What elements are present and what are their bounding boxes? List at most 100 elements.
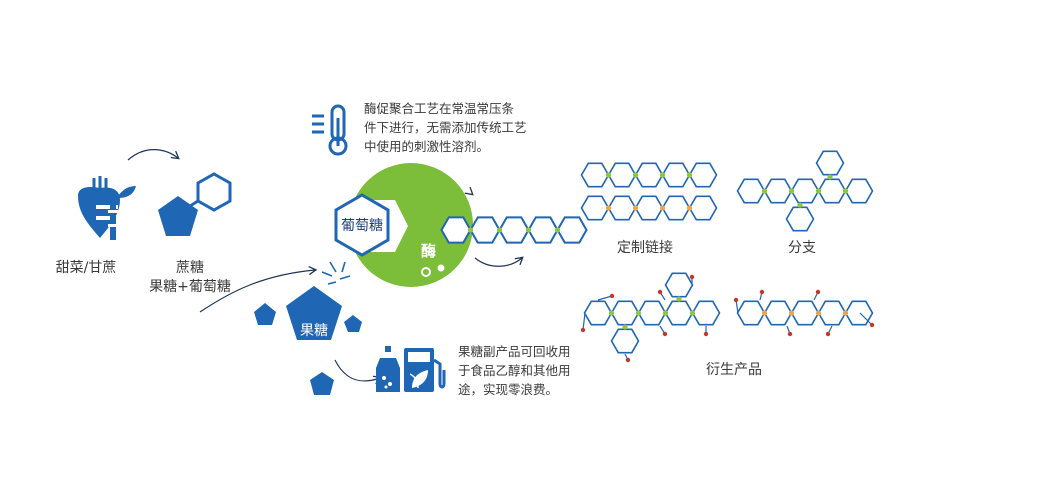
linkage-dot	[761, 310, 768, 316]
custom-linked-chains	[580, 162, 718, 221]
arrow-sucrose-to-enzyme	[199, 265, 318, 313]
linkage-dot	[525, 227, 532, 233]
linkage-dot	[788, 188, 795, 194]
linkage-dot	[759, 289, 765, 295]
hexagon-unit	[790, 178, 820, 204]
linkage-dot	[797, 202, 803, 208]
enzyme-product-chain	[440, 216, 588, 244]
linkage-dot	[605, 205, 612, 211]
linkage-dot	[689, 310, 696, 316]
hexagon-unit	[790, 300, 820, 326]
branched-chain	[736, 150, 874, 232]
linkage-dot	[842, 188, 849, 194]
sucrose-molecule	[158, 172, 232, 236]
linkage-dot	[622, 324, 628, 330]
linkage-dot	[815, 310, 822, 316]
linkage-dot	[842, 310, 849, 316]
linkage-dot	[608, 310, 615, 316]
side-group-line	[859, 312, 873, 326]
hexagon-unit	[763, 300, 793, 326]
side-group-line	[597, 295, 613, 301]
hexagon-unit	[527, 216, 559, 244]
hexagon-unit	[661, 162, 691, 188]
linkage-dot	[496, 227, 503, 233]
hexagon-unit	[580, 195, 610, 221]
enzyme-note-line-2: 件下进行，无需添加传统工艺	[364, 120, 527, 135]
hexagon-unit	[634, 162, 664, 188]
fructose-fragment	[310, 372, 334, 395]
branch-label: 分支	[788, 240, 816, 256]
hexagon-unit	[844, 178, 874, 204]
arrow-beet-to-sucrose	[127, 149, 180, 161]
hexagon-unit	[607, 162, 637, 188]
glucose-label: 葡萄糖	[341, 218, 383, 234]
sucrose-label: 蔗糖	[176, 260, 204, 276]
linkage-dot	[827, 174, 833, 180]
linkage-dot	[689, 274, 695, 280]
hexagon-unit	[637, 300, 667, 326]
custom-link-label: 定制链接	[617, 240, 673, 256]
linkage-dot	[676, 296, 682, 302]
hexagon-unit	[691, 300, 721, 326]
linkage-dot	[788, 310, 795, 316]
byproduct-note-line-2: 于食品乙醇和其他用	[458, 363, 571, 378]
linkage-dot	[605, 172, 612, 178]
enzyme-label: 酶	[421, 242, 437, 260]
hexagon-unit	[815, 150, 845, 176]
hexagon-unit	[817, 178, 847, 204]
linkage-dot	[657, 289, 663, 295]
hexagon-unit	[763, 178, 793, 204]
linkage-dot	[625, 357, 631, 363]
hexagon-unit	[610, 300, 640, 326]
cleavage-spark	[321, 261, 351, 285]
linkage-dot	[659, 172, 666, 178]
hexagon-unit	[688, 162, 718, 188]
hexagon-unit	[661, 195, 691, 221]
hexagon-unit	[817, 300, 847, 326]
hexagon-unit	[688, 195, 718, 221]
hexagon-unit	[610, 328, 640, 354]
derivatives-label: 衍生产品	[706, 362, 762, 378]
linkage-dot	[787, 331, 793, 337]
byproduct-note-line-1: 果糖副产品可回收用	[458, 344, 571, 359]
hexagon-unit	[556, 216, 588, 244]
enzyme-note-line-3: 中使用的刺激性溶剂。	[364, 139, 490, 154]
side-group-line	[582, 312, 586, 331]
arrow-chain-out	[474, 256, 524, 267]
thermometer-icon	[312, 104, 348, 156]
hexagon-unit	[469, 216, 501, 244]
linkage-dot	[632, 172, 639, 178]
linkage-dot	[609, 293, 615, 299]
beet-sugarcane-icon	[78, 176, 136, 240]
linkage-dot	[554, 227, 561, 233]
fructose-fragment	[344, 315, 362, 332]
linkage-dot	[662, 331, 668, 337]
arrow-fructose-to-byproduct	[334, 359, 383, 385]
hexagon-unit	[580, 162, 610, 188]
linkage-dot	[580, 327, 586, 333]
fructose-label: 果糖	[300, 323, 328, 339]
linkage-dot	[703, 331, 709, 337]
fructose-pentagon	[286, 286, 342, 340]
fructose-glucose-label: 果糖+葡萄糖	[149, 279, 231, 295]
linkage-dot	[686, 172, 693, 178]
linkage-dot	[869, 322, 875, 328]
hexagon-unit	[634, 195, 664, 221]
hexagon-unit	[664, 272, 694, 298]
linkage-dot	[659, 205, 666, 211]
derivative-chains	[580, 272, 875, 363]
linkage-dot	[733, 297, 739, 303]
linkage-dot	[815, 289, 821, 295]
linkage-dot	[467, 227, 474, 233]
byproduct-note-line-3: 途，实现零浪费。	[458, 382, 559, 397]
linkage-dot	[632, 205, 639, 211]
biofuel-pump-icon	[376, 346, 446, 392]
hexagon-unit	[785, 206, 815, 232]
linkage-dot	[815, 188, 822, 194]
linkage-dot	[662, 310, 669, 316]
glucose-hexagon	[334, 193, 390, 257]
linkage-dot	[686, 205, 693, 211]
enzyme-note-line-1: 酶促聚合工艺在常温常压条	[364, 101, 515, 116]
hexagon-unit	[736, 300, 766, 326]
